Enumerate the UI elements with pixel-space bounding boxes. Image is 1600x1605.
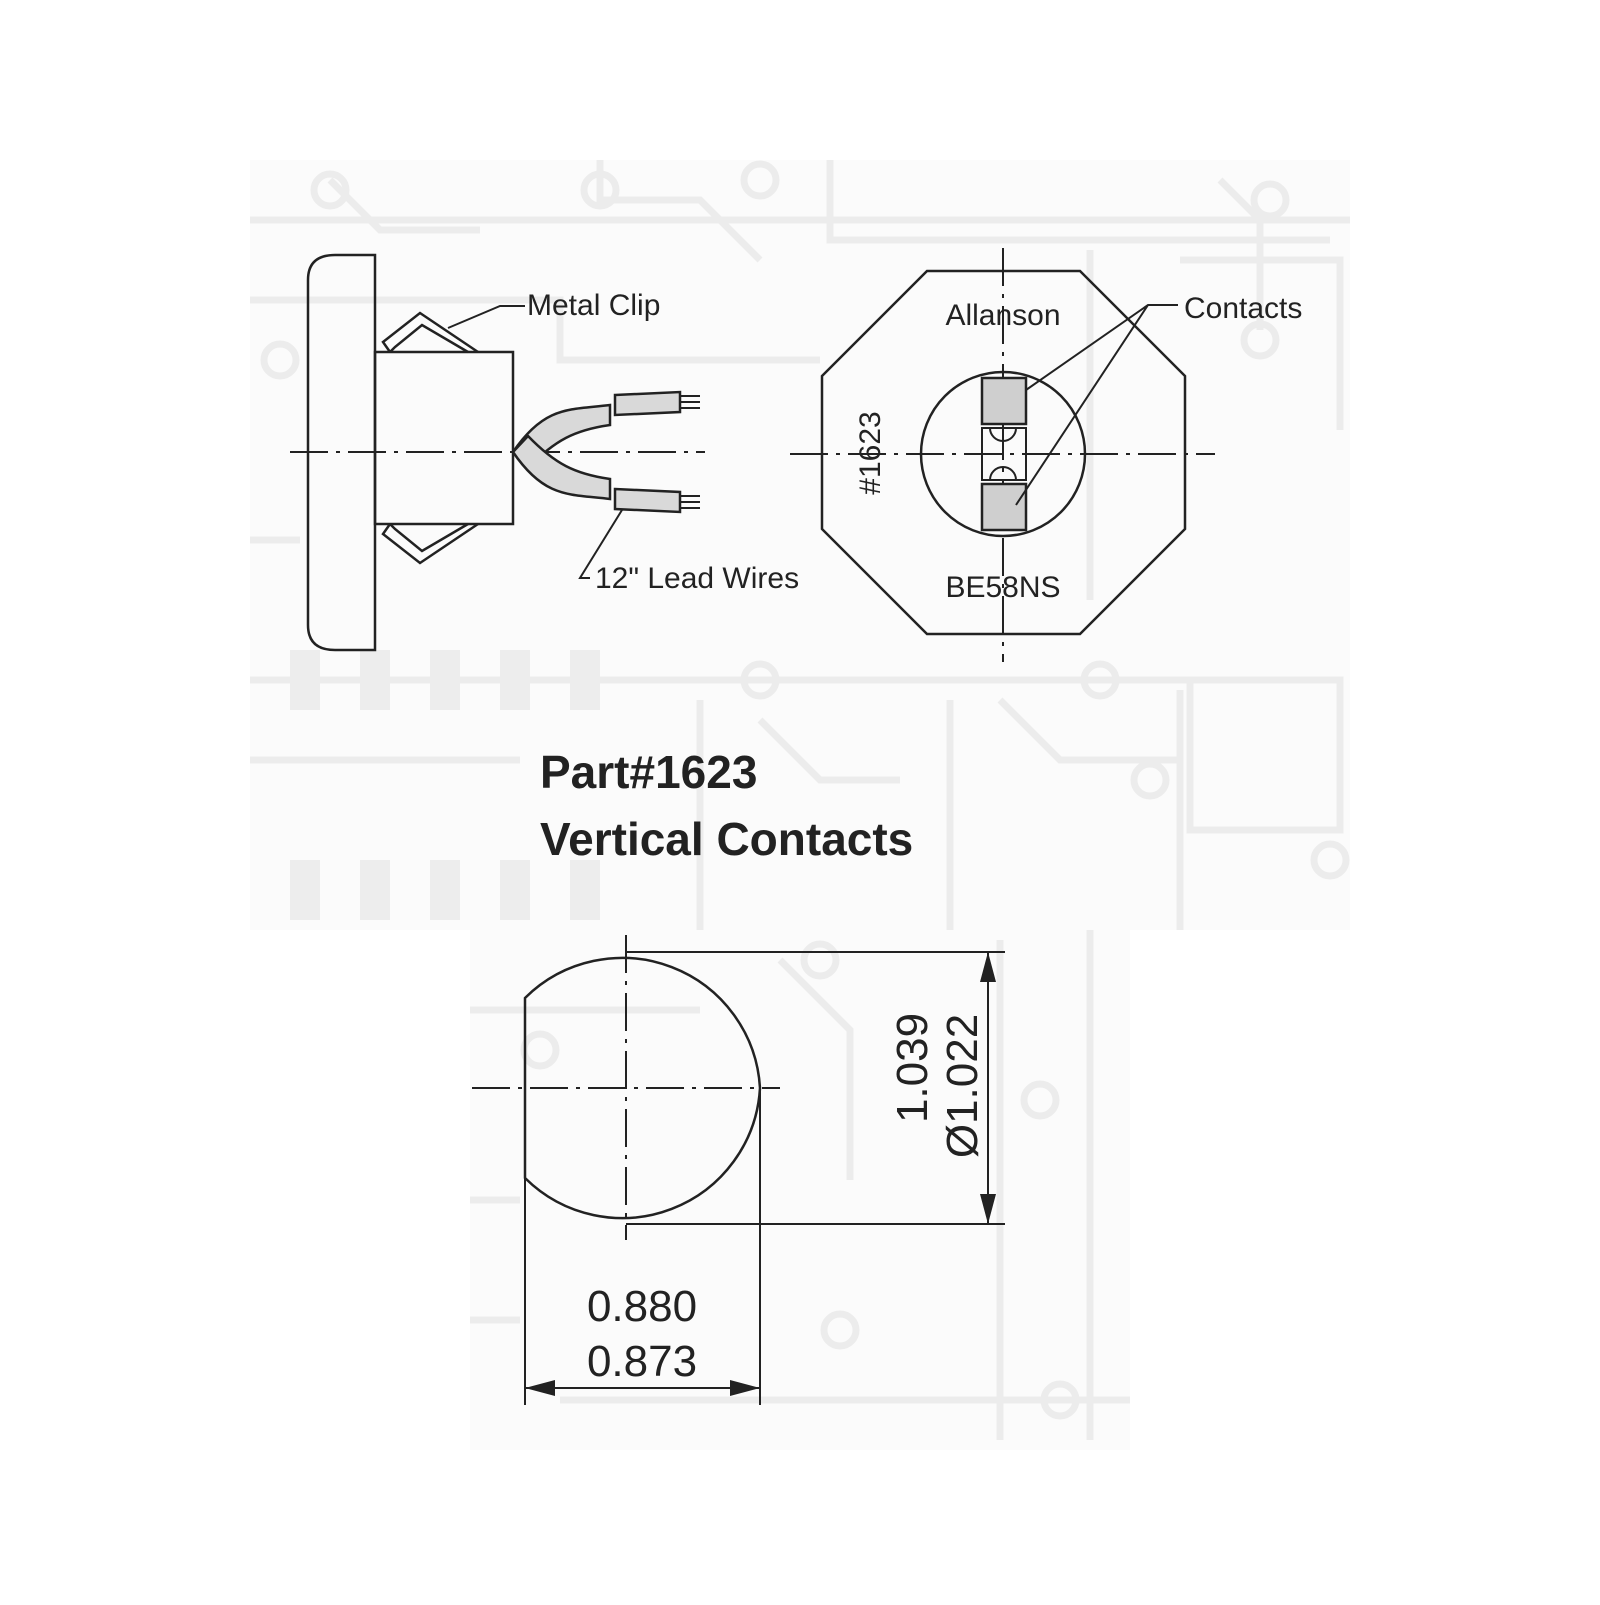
contacts-leader bbox=[1015, 304, 1178, 506]
center-slot-arc-bottom bbox=[989, 466, 1017, 481]
wire-strand-upper bbox=[680, 395, 700, 409]
drawing-title: Part#1623 Vertical Contacts bbox=[540, 746, 913, 865]
width-max-value: 0.880 bbox=[587, 1282, 697, 1331]
metal-clip-label: Metal Clip bbox=[527, 289, 660, 322]
contact-upper bbox=[980, 376, 1028, 426]
wire-strand-lower bbox=[680, 495, 700, 509]
profile-view: 1.039 Ø1.022 0.880 0.873 bbox=[472, 935, 1005, 1405]
circuit-background-bottom bbox=[470, 930, 1130, 1450]
lead-wire-lower bbox=[511, 434, 612, 501]
height-arrow-top bbox=[980, 952, 996, 982]
front-view: Allanson BE58NS #1623 Contacts bbox=[790, 248, 1302, 662]
width-arrow-left bbox=[525, 1380, 555, 1396]
height-max-value: 1.039 bbox=[888, 1013, 937, 1123]
width-min-value: 0.873 bbox=[587, 1337, 697, 1386]
side-view-flange bbox=[306, 253, 377, 652]
side-view-body bbox=[373, 350, 515, 526]
title-part-number: Part#1623 bbox=[540, 746, 757, 798]
title-subtitle: Vertical Contacts bbox=[540, 813, 913, 865]
lead-wires-leader bbox=[578, 509, 623, 579]
contact-lower bbox=[980, 482, 1028, 532]
side-view: Metal Clip 12" Lead Wires bbox=[290, 253, 799, 652]
center-slot-arc-top bbox=[989, 427, 1017, 442]
brand-text: Allanson bbox=[945, 299, 1060, 332]
lead-wire-upper-end bbox=[613, 390, 682, 417]
model-text: BE58NS bbox=[945, 571, 1060, 604]
width-arrow-right bbox=[730, 1380, 760, 1396]
octagon-outline bbox=[820, 269, 1187, 636]
center-slot bbox=[981, 427, 1027, 481]
contacts-label: Contacts bbox=[1184, 292, 1302, 325]
height-arrow-bottom bbox=[980, 1194, 996, 1224]
lead-wire-lower-end bbox=[613, 487, 682, 514]
metal-clip-lower bbox=[381, 522, 479, 565]
part-number-text: #1623 bbox=[854, 411, 887, 494]
lead-wires-label: 12" Lead Wires bbox=[595, 562, 799, 595]
metal-clip-upper bbox=[381, 311, 479, 354]
metal-clip-leader bbox=[447, 305, 525, 329]
diameter-value: Ø1.022 bbox=[938, 1014, 987, 1158]
